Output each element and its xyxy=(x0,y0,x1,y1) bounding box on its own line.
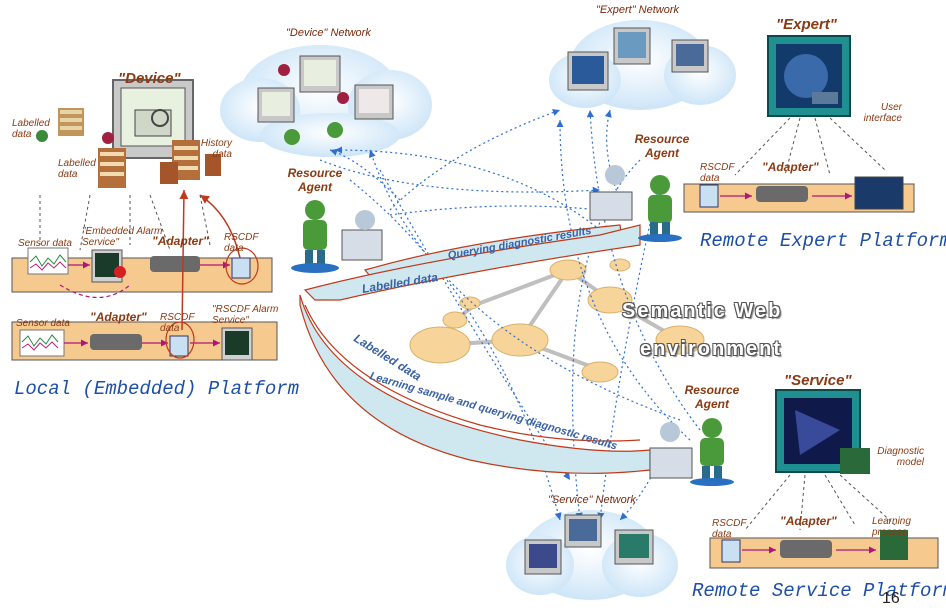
adapter-label-1: "Adapter" xyxy=(152,234,209,248)
remote-service-platform-name: Remote Service Platform xyxy=(692,580,946,602)
device-network-label: "Device" Network xyxy=(286,27,371,39)
expert-rscdf-data-label: RSCDF data xyxy=(700,162,735,184)
expert-title: "Expert" xyxy=(776,16,837,33)
adapter-label-2: "Adapter" xyxy=(90,310,147,324)
expert-platform xyxy=(683,176,915,213)
local-platform-devices xyxy=(19,247,253,361)
expert-adapter-label: "Adapter" xyxy=(762,160,819,174)
diagnostic-model-label: Diagnostic model xyxy=(877,446,924,468)
history-data-label: History data xyxy=(200,138,232,160)
rscdf-alarm-label: "RSCDF Alarm Service" xyxy=(212,304,279,326)
service-network-label: "Service" Network xyxy=(548,494,636,506)
service-adapter-label: "Adapter" xyxy=(780,514,837,528)
embedded-alarm-label: "Embedded Alarm Service" xyxy=(82,226,163,248)
service-platform xyxy=(709,530,939,569)
remote-expert-platform-name: Remote Expert Platform xyxy=(700,230,946,252)
local-dashed-links xyxy=(39,194,211,251)
local-arrows xyxy=(59,189,259,359)
central-agent-figure xyxy=(291,200,383,273)
semantic-web-subtitle: environment xyxy=(640,338,783,360)
flow-labelled-upper xyxy=(303,224,641,301)
semantic-web-nodes xyxy=(409,258,705,383)
expert-network-label: "Expert" Network xyxy=(596,4,679,16)
service-agent-figure xyxy=(649,418,734,486)
sensor-data-label-1: Sensor data xyxy=(18,238,72,249)
service-monitor xyxy=(775,389,870,474)
service-rscdf-data-label: RSCDF data xyxy=(712,518,747,540)
stacks-of-papers xyxy=(36,108,221,188)
semantic-web-title: Semantic Web xyxy=(622,300,783,322)
page-number: 16 xyxy=(882,590,900,607)
service-resource-agent-label: Resource Agent xyxy=(684,383,740,411)
expert-dashed-links xyxy=(734,117,886,176)
central-resource-agent-label: Resource Agent xyxy=(287,166,343,194)
expert-resource-agent-label: Resource Agent xyxy=(634,132,690,160)
sensor-data-label-2: Sensor data xyxy=(16,318,70,329)
service-dashed-links xyxy=(744,474,896,531)
local-platform-name: Local (Embedded) Platform xyxy=(14,378,300,400)
expert-network-monitors xyxy=(567,27,709,91)
labelled-data-label-1: Labelled data xyxy=(12,118,50,140)
expert-agent-figure xyxy=(589,165,682,242)
learning-process-label: Learning process xyxy=(872,516,911,538)
expert-monitor xyxy=(767,35,851,117)
labelled-data-label-2: Labelled data xyxy=(58,158,96,180)
user-interface-label: User interface xyxy=(863,102,902,124)
service-title: "Service" xyxy=(784,372,852,389)
service-network-monitors xyxy=(524,514,654,575)
rscdf-data-label-2: RSCDF data xyxy=(160,312,195,334)
device-title: "Device" xyxy=(118,70,181,87)
device-network-monitors xyxy=(257,55,394,145)
rscdf-data-label-1: RSCDF data xyxy=(224,232,259,254)
